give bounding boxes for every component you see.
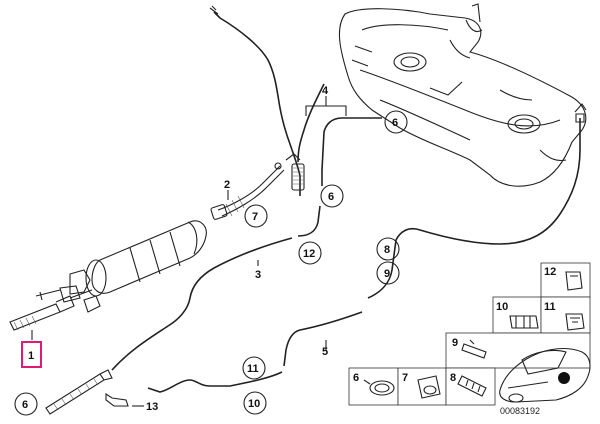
legend-label-9: 9 — [452, 337, 458, 349]
callout-8: 8 — [384, 244, 390, 256]
callout-6c: 6 — [22, 399, 28, 411]
leader-lines — [31, 96, 347, 407]
car-location-illustration — [499, 347, 591, 403]
callout-6b: 6 — [328, 191, 334, 203]
legend-label-10: 10 — [496, 301, 508, 313]
parts-legend-panel: 12 10 11 9 6 7 8 — [348, 262, 591, 406]
callout-9: 9 — [384, 268, 390, 280]
callout-2: 2 — [224, 179, 230, 191]
part-1-connector — [9, 289, 93, 331]
highlight-box-part-1 — [21, 341, 42, 368]
fuel-filter — [35, 220, 207, 313]
callout-1: 1 — [28, 350, 34, 362]
callout-6a: 6 — [392, 117, 398, 129]
legend-label-8: 8 — [450, 372, 456, 384]
callouts: 4 6 2 6 7 12 3 8 9 1 5 11 6 10 13 — [14, 85, 408, 416]
callout-3: 3 — [255, 269, 261, 281]
legend-cell-10 — [492, 296, 542, 334]
drawing-number: 00083192 — [500, 406, 540, 416]
legend-cell-8 — [445, 367, 496, 406]
corrugated-pipe — [45, 369, 113, 415]
callout-5: 5 — [322, 346, 328, 358]
part-13-clip — [105, 392, 129, 407]
callout-13: 13 — [146, 401, 158, 413]
fuel-lines — [111, 5, 585, 393]
callout-7: 7 — [252, 211, 258, 223]
legend-cell-9 — [445, 332, 591, 369]
callout-12: 12 — [303, 248, 315, 260]
callout-11: 11 — [247, 363, 259, 375]
legend-label-6: 6 — [353, 372, 359, 384]
part-2-hose-connector — [210, 162, 285, 220]
location-marker-dot — [558, 372, 570, 384]
callout-4: 4 — [322, 85, 329, 97]
legend-cell-12 — [540, 262, 591, 298]
legend-label-12: 12 — [544, 266, 556, 278]
legend-cell-6 — [348, 367, 399, 406]
legend-label-11: 11 — [544, 301, 556, 313]
callout-10: 10 — [248, 398, 260, 410]
legend-label-7: 7 — [402, 372, 408, 384]
fuel-tank-illustration — [338, 3, 587, 187]
